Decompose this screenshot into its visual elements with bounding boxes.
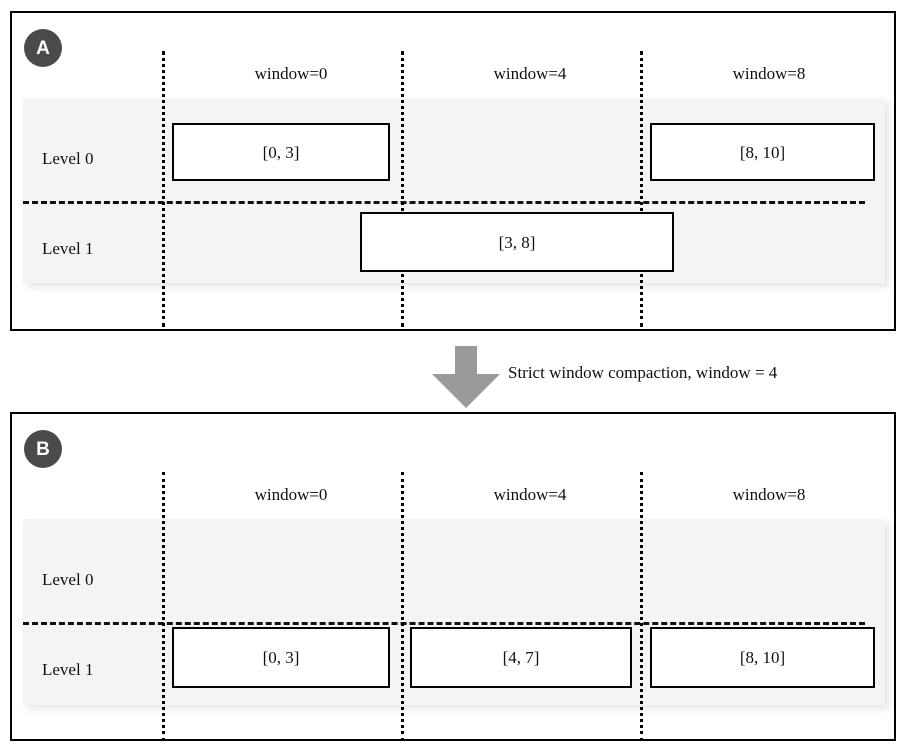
level-divider-b	[23, 622, 865, 625]
panel-a: A window=0 window=4 window=8 Level 0 Lev…	[10, 11, 896, 331]
interval-box-level0-window8-a: [8, 10]	[650, 123, 875, 181]
interval-box-label: [8, 10]	[739, 142, 786, 162]
window-separator-2-b	[640, 472, 643, 741]
interval-box-level0-window0-a: [0, 3]	[172, 123, 390, 181]
column-header-window-0-a: window=0	[254, 64, 328, 83]
row-label-level-0-a: Level 0	[42, 149, 94, 168]
interval-box-level1-window4-b: [4, 7]	[410, 627, 632, 688]
row-label-level-0-b: Level 0	[42, 570, 94, 589]
interval-box-label: [0, 3]	[262, 648, 300, 667]
column-header-window-0-b: window=0	[254, 485, 328, 504]
window-separator-0-a	[162, 51, 165, 327]
row-label-level-1-b: Level 1	[42, 660, 94, 679]
panel-a-badge: A	[24, 29, 62, 67]
transition-label: Strict window compaction, window = 4	[508, 363, 778, 382]
window-separator-0-b	[162, 472, 165, 741]
window-separator-1-a	[401, 51, 404, 327]
interval-box-level1-window4-a: [3, 8]	[360, 212, 674, 272]
column-header-window-4-a: window=4	[493, 64, 567, 83]
interval-box-level1-window0-b: [0, 3]	[172, 627, 390, 688]
panel-b-badge-label: B	[36, 438, 50, 460]
column-header-window-8-b: window=8	[732, 485, 806, 504]
interval-box-label: [8, 10]	[739, 648, 786, 667]
interval-box-label: [3, 8]	[498, 232, 536, 252]
interval-box-label: [0, 3]	[262, 142, 300, 162]
interval-box-label: [4, 7]	[502, 648, 540, 667]
panel-b: B window=0 window=4 window=8 Level 0 Lev…	[10, 412, 896, 741]
transition-arrow	[430, 346, 502, 408]
column-header-window-4-b: window=4	[493, 485, 567, 504]
window-separator-2-a	[640, 51, 643, 327]
window-separator-1-b	[401, 472, 404, 741]
column-header-window-8-a: window=8	[732, 64, 806, 83]
row-label-level-1-a: Level 1	[42, 239, 94, 258]
panel-a-badge-label: A	[36, 37, 50, 59]
panel-b-badge: B	[24, 430, 62, 468]
interval-box-level1-window8-b: [8, 10]	[650, 627, 875, 688]
level-divider-a	[23, 201, 865, 204]
